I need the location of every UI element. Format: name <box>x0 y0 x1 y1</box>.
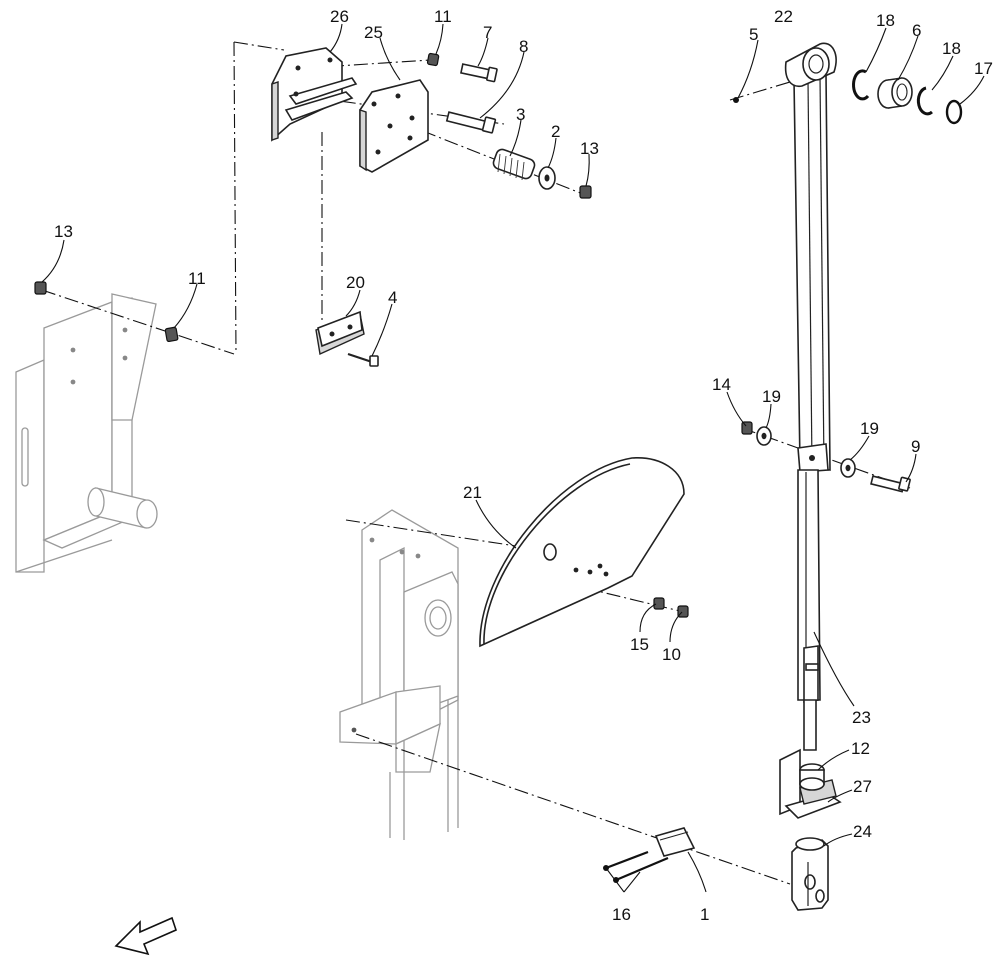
nut-13-left <box>34 281 47 295</box>
bolt-4 <box>347 352 379 367</box>
bracket-26 <box>271 47 358 142</box>
callout-25: 25 <box>364 23 383 42</box>
bracket-27 <box>779 748 842 819</box>
callout-19-left: 19 <box>762 387 781 406</box>
callout-24: 24 <box>853 822 872 841</box>
bracket-25 <box>359 79 429 173</box>
direction-arrow-icon <box>114 916 177 956</box>
callout-17: 17 <box>974 59 993 78</box>
callout-26: 26 <box>330 7 349 26</box>
callout-1: 1 <box>700 905 709 924</box>
callout-10: 10 <box>662 645 681 664</box>
nut-11-left <box>164 326 179 343</box>
nut-15 <box>653 597 665 610</box>
bolt-7 <box>460 63 498 83</box>
plate-20 <box>315 310 365 356</box>
bolt-9 <box>870 475 911 493</box>
callout-18-left: 18 <box>876 11 895 30</box>
washer-2 <box>538 166 556 190</box>
callout-leader-lines <box>41 23 985 893</box>
pin-1 <box>654 827 696 857</box>
o-ring-17 <box>945 99 963 125</box>
nut-13-top <box>579 185 592 199</box>
callout-15: 15 <box>630 635 649 654</box>
callout-7: 7 <box>483 23 492 42</box>
callout-11-top: 11 <box>434 7 452 26</box>
callout-6: 6 <box>912 21 921 40</box>
callout-2: 2 <box>551 122 560 141</box>
washer-19-right <box>840 458 856 478</box>
shield-21 <box>479 457 685 648</box>
callout-19-right: 19 <box>860 419 879 438</box>
piston-rod-23 <box>797 469 821 751</box>
snap-ring-18-right <box>916 86 933 116</box>
rod-end-24 <box>791 837 829 911</box>
bushing-6 <box>877 77 913 109</box>
callout-27: 27 <box>853 777 872 796</box>
callout-21: 21 <box>463 483 482 502</box>
callout-4: 4 <box>388 288 397 307</box>
assembly-center-lines <box>41 41 911 885</box>
callout-12: 12 <box>851 739 870 758</box>
callout-9: 9 <box>911 437 920 456</box>
callout-labels: 26 25 11 7 8 3 2 13 13 11 20 4 22 5 18 6… <box>54 7 993 924</box>
bolt-8 <box>445 111 497 134</box>
callout-13-left: 13 <box>54 222 73 241</box>
callout-3: 3 <box>516 105 525 124</box>
callout-11-left: 11 <box>188 269 206 288</box>
washer-19-left <box>756 426 772 446</box>
spring-3 <box>492 148 536 181</box>
left-mounting-frame <box>15 293 158 573</box>
cap-12 <box>799 763 825 791</box>
callout-20: 20 <box>346 273 365 292</box>
snap-ring-18-left <box>852 69 870 101</box>
nut-11-top <box>426 52 440 67</box>
grease-fitting-5 <box>733 97 739 103</box>
callout-13-top: 13 <box>580 139 599 158</box>
callout-14: 14 <box>712 375 731 394</box>
cylinder-barrel-22 <box>784 42 837 473</box>
callout-8: 8 <box>519 37 528 56</box>
callout-22: 22 <box>774 7 793 26</box>
center-mounting-frame <box>339 509 459 840</box>
callout-5: 5 <box>749 25 758 44</box>
callout-18-right: 18 <box>942 39 961 58</box>
callout-23: 23 <box>852 708 871 727</box>
callout-16: 16 <box>612 905 631 924</box>
